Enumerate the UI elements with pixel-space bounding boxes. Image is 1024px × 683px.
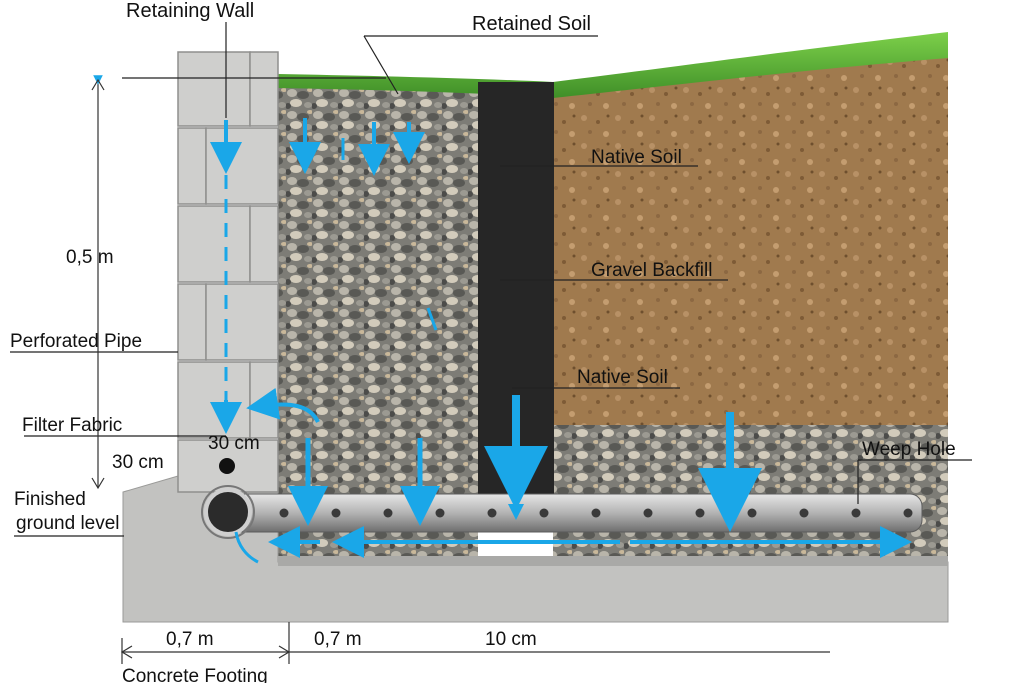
water-arrow bbox=[246, 387, 320, 423]
water-arrow bbox=[426, 307, 438, 331]
label-trench-length: 10 cm bbox=[485, 629, 537, 650]
label-pipe-height: 30 cm bbox=[112, 452, 164, 473]
label-wall-height: 0,5 m bbox=[66, 247, 114, 268]
water-flow-arrows bbox=[210, 118, 912, 564]
label-finished-ground-1: Finished bbox=[14, 489, 86, 510]
grass-strip bbox=[278, 32, 948, 98]
native-soil-region bbox=[553, 44, 948, 430]
label-retained-soil: Retained Soil bbox=[472, 13, 591, 35]
label-gravel-backfill: Gravel Backfill bbox=[591, 260, 712, 281]
label-native-soil-top: Native Soil bbox=[591, 147, 682, 168]
label-footing-width-right: 0,7 m bbox=[314, 629, 362, 650]
label-perforated-pipe: Perforated Pipe bbox=[10, 331, 142, 352]
label-pipe-height-small: 30 cm bbox=[208, 433, 260, 454]
pipe-outlet-ring bbox=[201, 485, 255, 539]
label-concrete-footing: Concrete Footing bbox=[122, 666, 268, 683]
pipe-outlet bbox=[204, 488, 252, 536]
water-arrow bbox=[234, 531, 259, 564]
label-filter-fabric: Filter Fabric bbox=[22, 415, 122, 436]
pipe-perforations bbox=[279, 508, 913, 518]
leader-lines bbox=[10, 22, 972, 537]
label-retaining-wall: Retaining Wall bbox=[126, 0, 254, 22]
dimension-lines bbox=[91, 75, 830, 664]
label-native-soil-lower: Native Soil bbox=[577, 367, 668, 388]
label-weep-hole: Weep Hole bbox=[862, 439, 956, 460]
footing-slab-top bbox=[278, 556, 948, 566]
label-finished-ground-2: ground level bbox=[16, 513, 120, 534]
label-footing-width-left: 0,7 m bbox=[166, 629, 214, 650]
weep-dot bbox=[219, 458, 235, 474]
retaining-wall bbox=[177, 51, 279, 493]
